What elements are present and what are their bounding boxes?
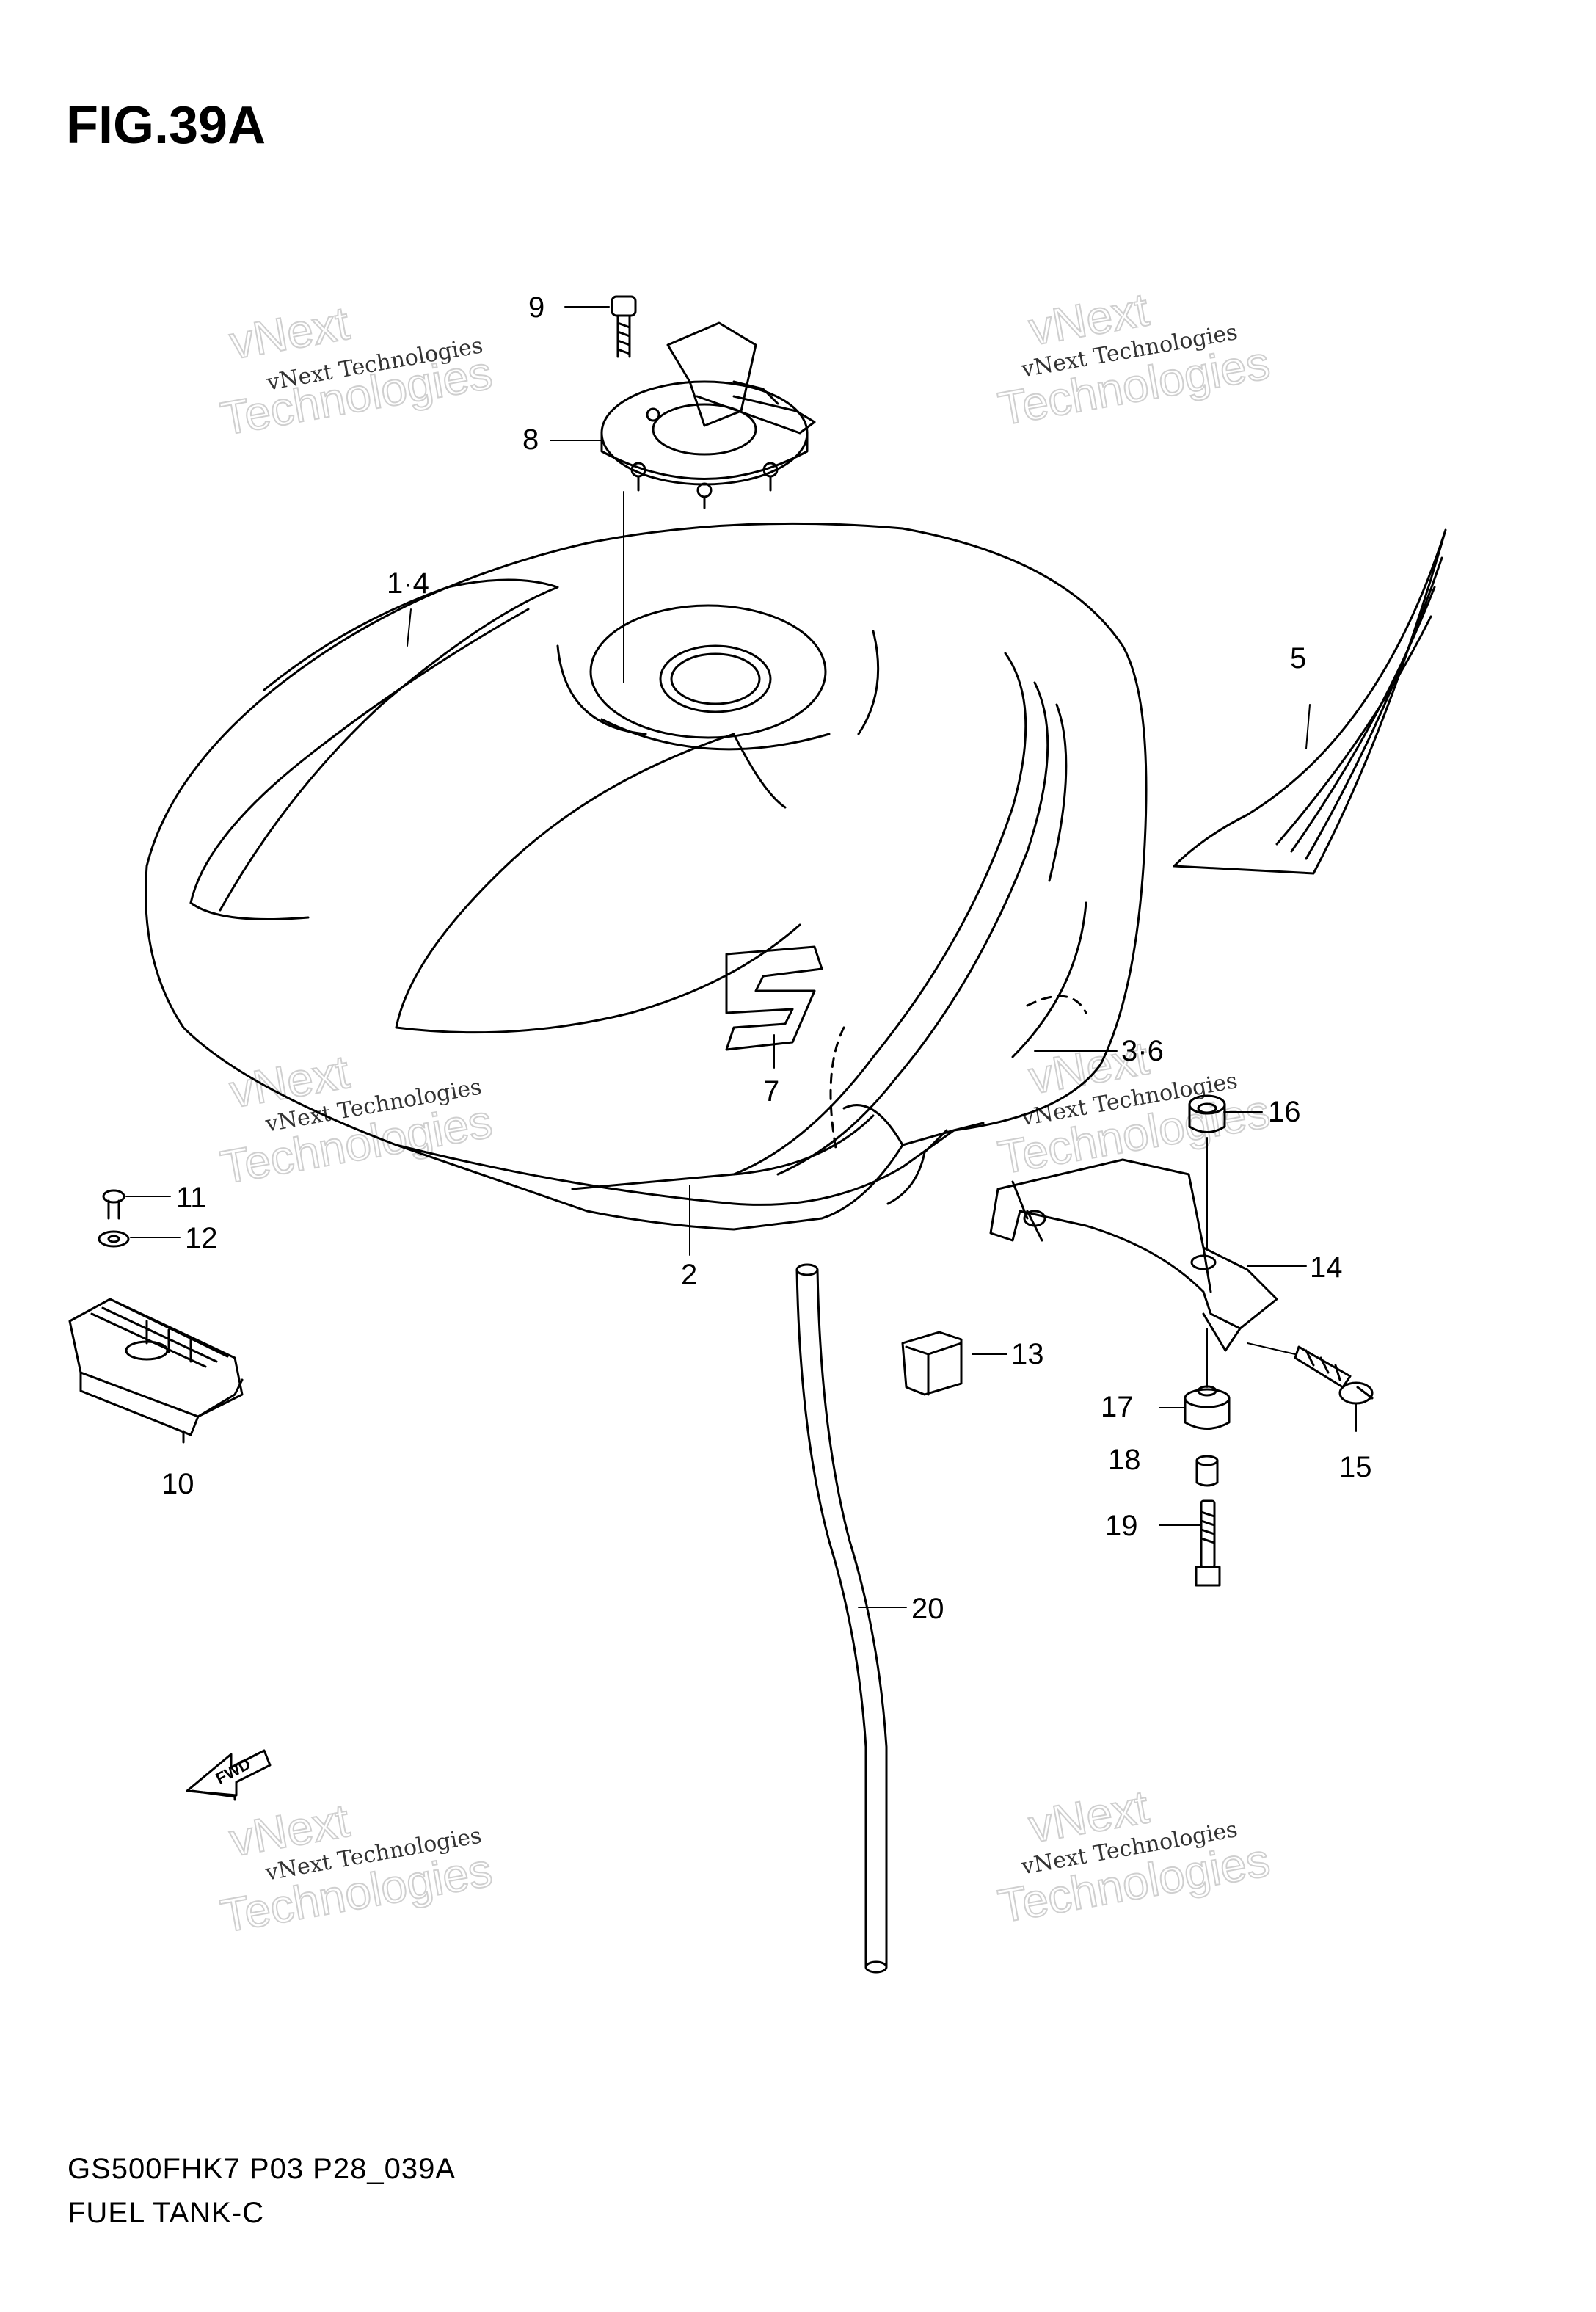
part-5-decal [1173,528,1447,875]
callout-8: 8 [522,423,539,456]
part-20-hose [795,1263,888,1974]
callout-13: 13 [1011,1338,1044,1370]
callout-10: 10 [161,1468,194,1500]
callout-19: 19 [1105,1510,1138,1542]
part-14-bracket [989,1158,1278,1352]
callout-18: 18 [1108,1444,1141,1476]
watermark-top-right: vNext Technologies vNext Technologies [994,282,1274,436]
part-9-screw [611,295,637,358]
callout-12: 12 [185,1222,218,1254]
callout-9: 9 [528,291,544,324]
part-17-grommet [1184,1328,1231,1430]
callout-20: 20 [911,1593,944,1625]
callout-17: 17 [1101,1391,1134,1423]
section-name: FUEL TANK-C [68,2197,265,2229]
watermark-mid-left: vNext Technologies vNext Technologies [216,1044,496,1195]
part-19-bolt [1195,1499,1221,1587]
part-8-fuel-cap [600,321,816,509]
callout-16: 16 [1268,1096,1301,1128]
callout-1-4: 1·4 [387,567,429,600]
part-12-washer [98,1230,130,1248]
callout-3-6: 3·6 [1121,1035,1164,1067]
part-16-nut [1188,1094,1226,1248]
callout-7: 7 [763,1075,779,1108]
watermark-bottom-left: vNext Technologies vNext Technologies [216,1793,496,1944]
callout-11: 11 [176,1182,207,1214]
fwd-label: FWD [213,1754,254,1788]
callout-15: 15 [1339,1451,1372,1483]
watermark-top-left: vNext Technologies vNext Technologies [216,296,496,446]
part-11-bolt [102,1189,125,1220]
fwd-arrow-icon [186,1749,272,1801]
figure-title: FIG.39A [66,96,266,155]
model-code: GS500FHK7 P03 P28_039A [68,2153,456,2185]
part-13-block [901,1331,963,1396]
watermark-bottom-right: vNext Technologies vNext Technologies [994,1779,1274,1933]
part-1-fuel-tank [145,522,1148,1231]
leader-lines [125,306,1311,1608]
part-18-collar [1195,1455,1219,1487]
callout-2: 2 [681,1259,697,1291]
callout-5: 5 [1290,642,1306,675]
part-15-bolt [1247,1342,1374,1432]
callout-14: 14 [1310,1251,1343,1284]
part-10-cushion [68,1298,244,1444]
